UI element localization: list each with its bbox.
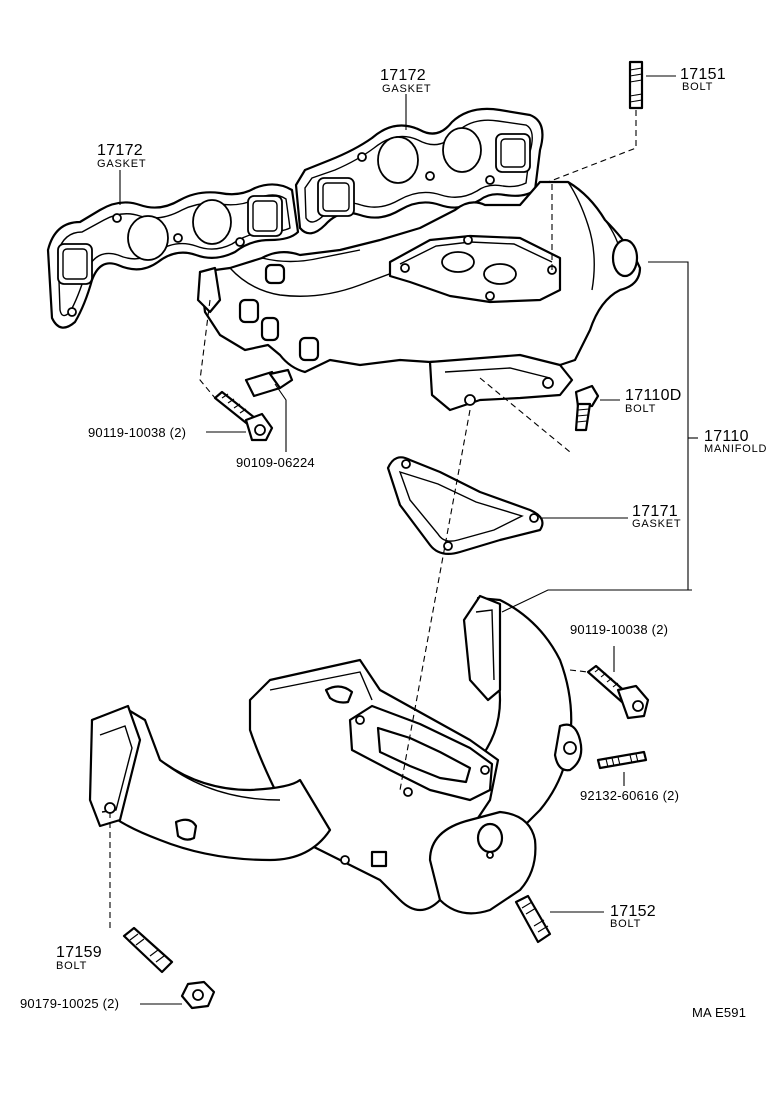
label-gasket-upper-name: GASKET xyxy=(382,83,431,95)
stud-17159-drawing xyxy=(122,926,174,974)
bolt-17110d-drawing xyxy=(574,384,600,432)
leader-lines xyxy=(119,75,698,1005)
label-gasket-upper-number: 17172 xyxy=(380,67,426,84)
label-nut-90179: 90179-10025 (2) xyxy=(20,996,119,1011)
bolt-90119-lower-drawing xyxy=(586,664,650,720)
label-bolt-17159-number: 17159 xyxy=(56,944,102,961)
label-gasket-17171-number: 17171 xyxy=(632,503,678,520)
stud-92132-drawing xyxy=(596,750,648,770)
stud-17151-drawing xyxy=(628,60,644,110)
left-gasket-drawing xyxy=(46,183,300,329)
bolt-90119-upper-drawing xyxy=(213,390,274,442)
label-bolt-17110d-number: 17110D xyxy=(625,387,682,404)
label-bolt-17152-name: BOLT xyxy=(610,918,641,930)
alignment-lines xyxy=(109,110,637,930)
label-bolt-90119-lower: 90119-10038 (2) xyxy=(570,622,668,637)
label-bolt-17159-name: BOLT xyxy=(56,960,87,972)
label-manifold-name: MANIFOLD xyxy=(704,443,767,455)
diagram-code: MA E591 xyxy=(692,1005,746,1020)
intake-manifold-drawing xyxy=(196,180,642,412)
label-bolt-90119-upper: 90119-10038 (2) xyxy=(88,425,186,440)
stud-17152-drawing xyxy=(514,894,552,944)
gasket-17171-drawing xyxy=(386,456,544,555)
label-bolt-17151-name: BOLT xyxy=(682,81,713,93)
nut-90179-drawing xyxy=(180,980,216,1010)
label-bolt-17151-number: 17151 xyxy=(680,66,726,83)
part-labels: 17172 GASKET 17172 GASKET 17151 BOLT 171… xyxy=(20,66,767,1020)
label-gasket-left-name: GASKET xyxy=(97,158,146,170)
label-stud-92132: 92132-60616 (2) xyxy=(580,788,679,803)
label-fitting-90109: 90109-06224 xyxy=(236,455,315,470)
label-gasket-left-number: 17172 xyxy=(97,142,143,159)
label-bolt-17152-number: 17152 xyxy=(610,903,656,920)
upper-gasket-drawing xyxy=(294,107,544,235)
label-bolt-17110d-name: BOLT xyxy=(625,403,656,415)
label-gasket-17171-name: GASKET xyxy=(632,518,681,530)
label-manifold-number: 17110 xyxy=(704,428,749,445)
fitting-90109-drawing xyxy=(244,368,294,398)
exhaust-manifold-drawing xyxy=(88,594,583,915)
